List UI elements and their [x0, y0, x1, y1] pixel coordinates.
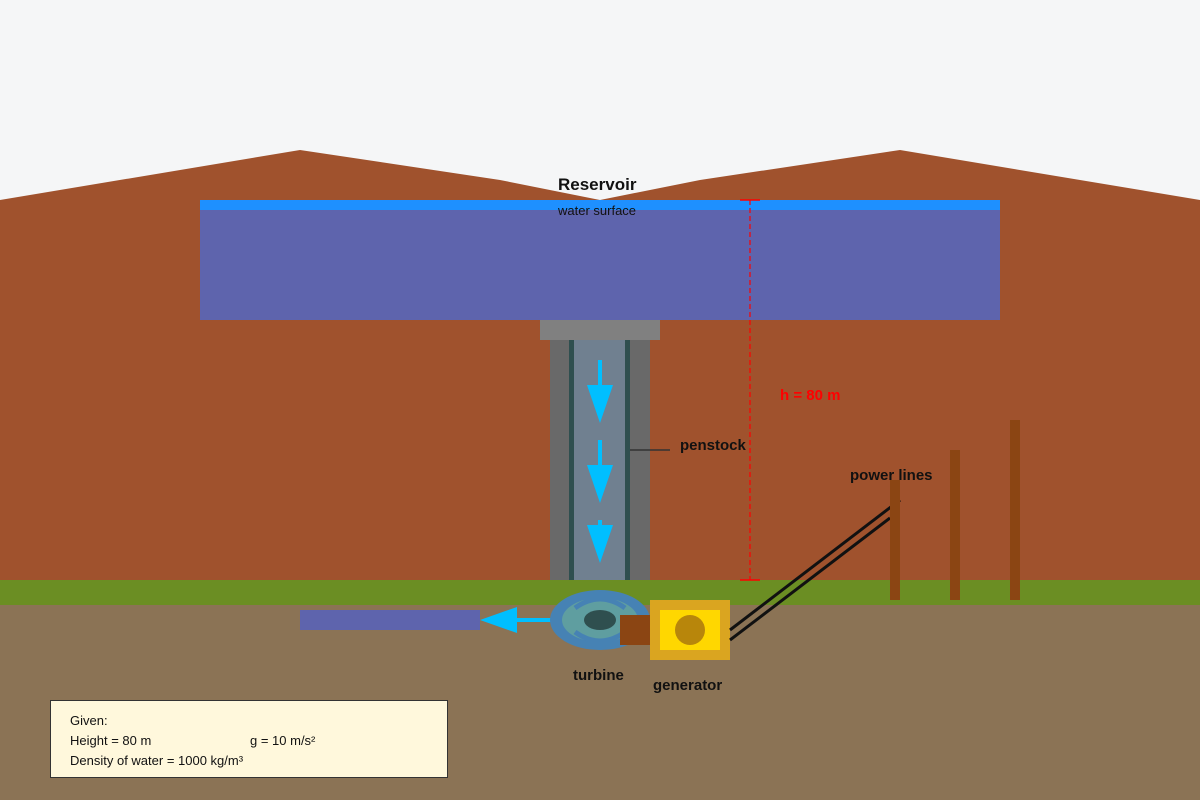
given-box: Given: Height = 80 m g = 10 m/s² Density…: [50, 700, 448, 778]
outflow-channel: [300, 610, 480, 630]
power-lines-label: power lines: [850, 467, 933, 484]
power-lines: [729, 498, 901, 642]
power-pole-1: [890, 480, 900, 600]
turbine-shaft: [620, 615, 650, 645]
given-gravity: g = 10 m/s²: [250, 733, 316, 748]
given-density: Density of water = 1000 kg/m³: [70, 753, 244, 768]
given-title: Given:: [70, 713, 108, 728]
penstock-wall-left: [569, 340, 574, 580]
penstock-label: penstock: [680, 437, 747, 454]
reservoir-label: Reservoir: [558, 175, 637, 194]
flow-arrow-2: [587, 440, 613, 503]
generator-label: generator: [653, 677, 722, 694]
reservoir-water: [200, 200, 1000, 320]
intake-cap: [540, 320, 660, 340]
turbine-label: turbine: [573, 667, 624, 684]
water-surface-line: [200, 200, 1000, 210]
flow-arrow-1: [587, 360, 613, 423]
power-pole-3: [1010, 420, 1020, 600]
generator: [650, 600, 730, 660]
height-marker: [740, 199, 760, 581]
outflow-arrow: [480, 607, 552, 633]
penstock-wall-right: [625, 340, 630, 580]
power-pole-2: [950, 450, 960, 600]
height-label: h = 80 m: [780, 387, 840, 404]
flow-arrow-3: [587, 520, 613, 563]
water-surface-label: water surface: [557, 203, 636, 218]
given-height: Height = 80 m: [70, 733, 152, 748]
